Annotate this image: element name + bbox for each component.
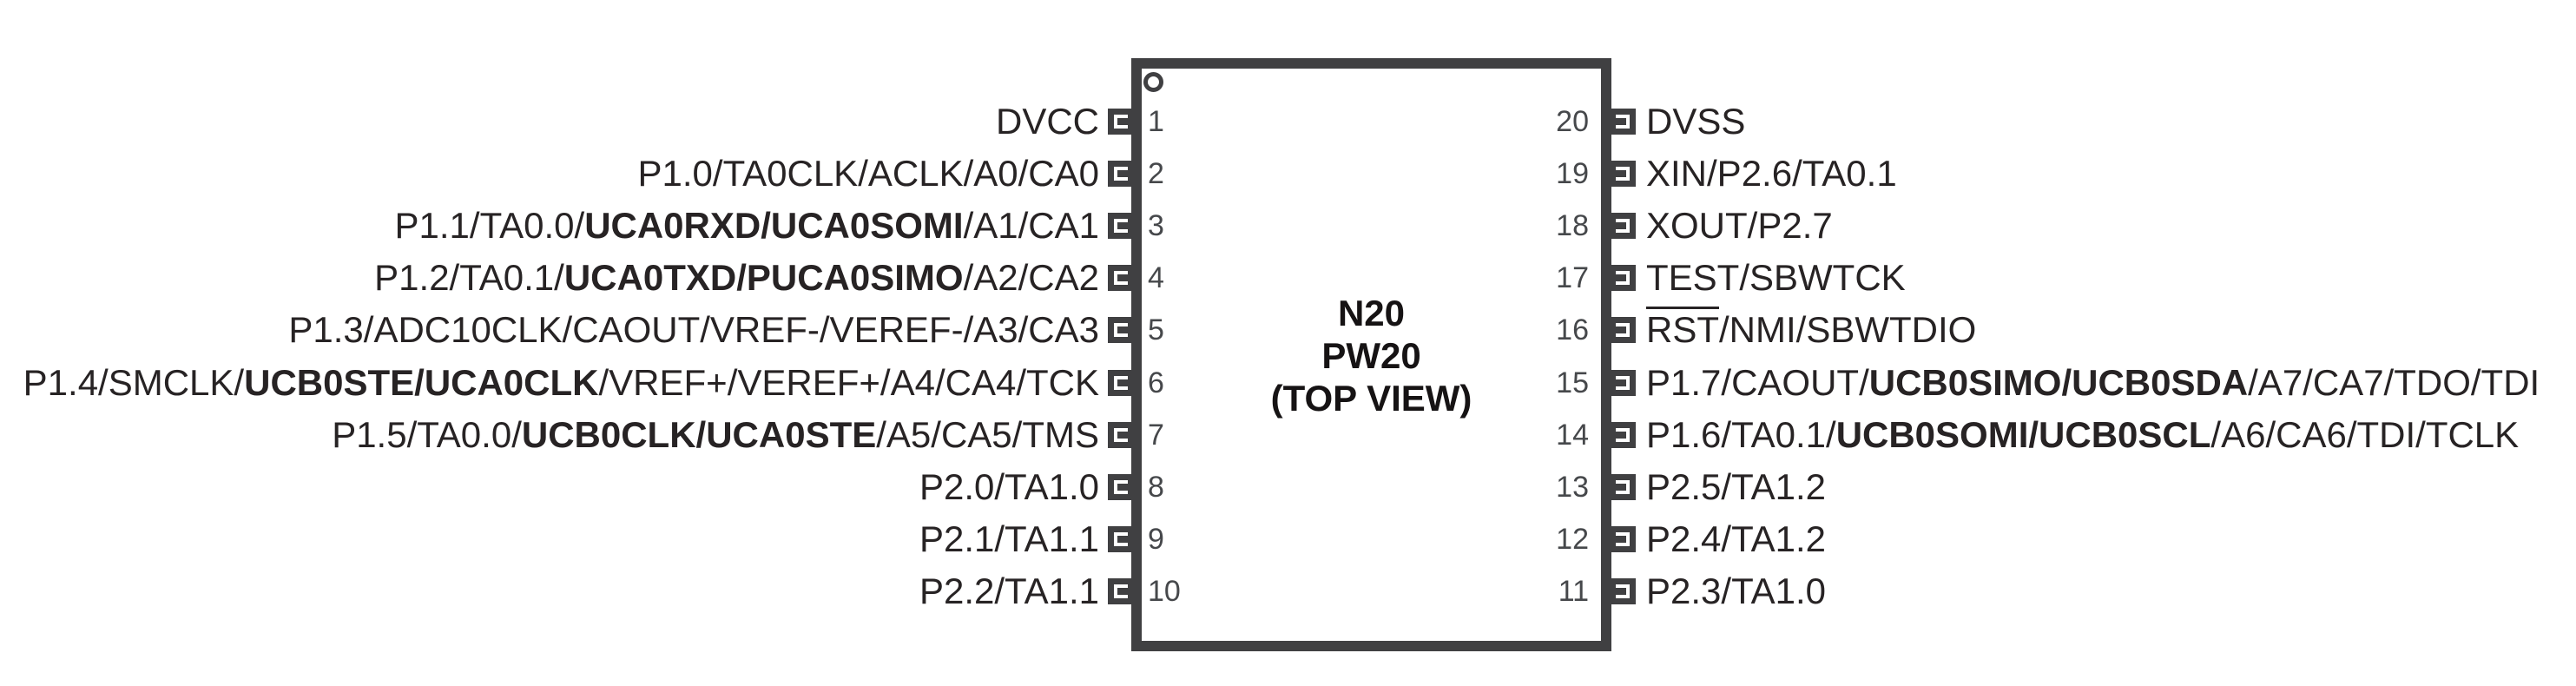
chip-body xyxy=(1131,58,1611,651)
pin-terminal-icon xyxy=(1108,109,1134,135)
pin-terminal-icon xyxy=(1108,213,1134,240)
pin-label: P1.0/TA0CLK/ACLK/A0/CA0 xyxy=(0,148,1099,200)
pin-label-part: P1.6/TA0.1/ xyxy=(1646,413,1836,455)
pin-label-part: P1.3/ADC10CLK/CAOUT/VREF-/VEREF-/A3/CA3 xyxy=(288,309,1099,351)
pin-label-part: UCA0RXD/UCA0SOMI xyxy=(584,205,964,247)
pin-number: 1 xyxy=(1148,105,1164,138)
pin-terminal-icon xyxy=(1108,577,1134,604)
pin-label-part: P1.5/TA0.0/ xyxy=(332,413,522,455)
pin-label: P2.4/TA1.2 xyxy=(1646,513,2576,565)
pin-number: 19 xyxy=(1556,157,1589,191)
pin-terminal-icon xyxy=(1610,161,1636,188)
pin-number: 10 xyxy=(1148,574,1181,608)
pin-terminal-icon xyxy=(1610,109,1636,135)
pin-label: DVSS xyxy=(1646,96,2576,148)
pin-number: 18 xyxy=(1556,209,1589,243)
pin-label-part: /A5/CA5/TMS xyxy=(876,413,1099,455)
package-name-line2: PW20 xyxy=(1321,335,1421,376)
pin-label-part: /A6/CA6/TDI/TCLK xyxy=(2210,413,2520,455)
pin-terminal-icon xyxy=(1610,473,1636,500)
pin-terminal-icon xyxy=(1610,421,1636,448)
pin-label-part: P2.3/TA1.0 xyxy=(1646,570,1827,611)
pin-label: P1.1/TA0.0/UCA0RXD/UCA0SOMI/A1/CA1 xyxy=(0,200,1100,252)
pin-label-part: P2.1/TA1.1 xyxy=(919,518,1099,559)
package-name-line1: N20 xyxy=(1337,293,1406,333)
pin-terminal-icon xyxy=(1108,525,1134,552)
pin-label: P1.2/TA0.1/UCA0TXD/PUCA0SIMO/A2/CA2 xyxy=(0,252,1099,304)
pin-label-part: UCB0SOMI/UCB0SCL xyxy=(1835,413,2211,455)
pin-label: P2.2/TA1.1 xyxy=(0,565,1099,617)
pin-number: 9 xyxy=(1148,522,1164,556)
pin-label-part: P2.0/TA1.0 xyxy=(919,465,1099,507)
pin-number: 2 xyxy=(1148,157,1164,191)
pin-label: P2.3/TA1.0 xyxy=(1646,565,2576,617)
pin-number: 11 xyxy=(1558,574,1589,608)
pin-terminal-icon xyxy=(1610,213,1636,240)
pin-label: TEST/SBWTCK xyxy=(1646,252,2576,304)
pin-label: P2.0/TA1.0 xyxy=(0,461,1099,513)
pin-label-part: TEST/SBWTCK xyxy=(1646,257,1906,299)
pin-terminal-icon xyxy=(1108,317,1134,344)
pin-terminal-icon xyxy=(1610,317,1636,344)
pin-label: P2.1/TA1.1 xyxy=(0,513,1099,565)
pin-number: 17 xyxy=(1556,261,1589,295)
pin-label-part: P1.0/TA0CLK/ACLK/A0/CA0 xyxy=(637,153,1099,195)
pin-terminal-icon xyxy=(1108,421,1134,448)
pin-label-part: UCB0SIMO/UCB0SDA xyxy=(1868,361,2249,403)
pin1-indicator-icon xyxy=(1143,72,1163,92)
pin-label: P1.4/SMCLK/UCB0STE/UCA0CLK/VREF+/VEREF+/… xyxy=(0,357,1099,409)
pin-label-part: P2.5/TA1.2 xyxy=(1646,465,1827,507)
pin-terminal-icon xyxy=(1610,525,1636,552)
pin-number: 12 xyxy=(1556,522,1589,556)
pin-number: 13 xyxy=(1556,470,1589,504)
pin-label: XIN/P2.6/TA0.1 xyxy=(1646,148,2576,200)
pin-label-part: /VREF+/VEREF+/A4/CA4/TCK xyxy=(598,361,1099,403)
pin-terminal-icon xyxy=(1108,473,1134,500)
pin-label-part: /A7/CA7/TDO/TDI xyxy=(2248,361,2540,403)
pin-label-part: P1.4/SMCLK/ xyxy=(23,361,245,403)
pin-number: 7 xyxy=(1148,418,1164,452)
pin-label: DVCC xyxy=(0,96,1099,148)
pin-label: XOUT/P2.7 xyxy=(1646,200,2576,252)
pin-label-part: P2.2/TA1.1 xyxy=(919,570,1099,611)
pin-label: P1.5/TA0.0/UCB0CLK/UCA0STE/A5/CA5/TMS xyxy=(0,409,1099,461)
pin-terminal-icon xyxy=(1108,161,1134,188)
pin-terminal-icon xyxy=(1108,369,1134,396)
pin-label-part: DVCC xyxy=(995,101,1099,142)
pin-number: 6 xyxy=(1148,366,1164,399)
pin-label-part: P1.7/CAOUT/ xyxy=(1646,361,1869,403)
pin-label-part: UCB0CLK/UCA0STE xyxy=(521,413,877,455)
package-view-line: (TOP VIEW) xyxy=(1270,378,1472,419)
pin-number: 14 xyxy=(1556,418,1589,452)
pin-label-part: XOUT/P2.7 xyxy=(1646,205,1833,247)
pin-label-part: UCB0STE/UCA0CLK xyxy=(244,361,599,403)
package-title: N20 PW20 (TOP VIEW) xyxy=(1131,292,1611,419)
pin-label: P1.7/CAOUT/UCB0SIMO/UCB0SDA/A7/CA7/TDO/T… xyxy=(1646,357,2576,409)
pin-number: 20 xyxy=(1556,105,1589,138)
pin-terminal-icon xyxy=(1610,577,1636,604)
pin-label-part: /A1/CA1 xyxy=(963,205,1099,247)
pin-terminal-icon xyxy=(1108,265,1134,292)
pin-label-part: XIN/P2.6/TA0.1 xyxy=(1646,153,1897,195)
pin-label: RST/NMI/SBWTDIO xyxy=(1646,304,2576,356)
pin-label: P1.6/TA0.1/UCB0SOMI/UCB0SCL/A6/CA6/TDI/T… xyxy=(1646,409,2576,461)
pin-label-part: P1.1/TA0.0/ xyxy=(394,205,585,247)
pin-number: 16 xyxy=(1556,313,1589,347)
pin-terminal-icon xyxy=(1610,369,1636,396)
pin-label-part: /NMI/SBWTDIO xyxy=(1719,309,1977,351)
pin-label: P2.5/TA1.2 xyxy=(1646,461,2576,513)
pin-label-part: RST xyxy=(1646,309,1719,351)
pin-terminal-icon xyxy=(1610,265,1636,292)
pin-label-part: /A2/CA2 xyxy=(963,257,1099,299)
pin-number: 4 xyxy=(1148,261,1164,295)
pin-label-part: UCA0TXD/PUCA0SIMO xyxy=(563,257,964,299)
pin-number: 3 xyxy=(1148,209,1164,243)
pin-label-part: P1.2/TA0.1/ xyxy=(374,257,564,299)
pin-number: 5 xyxy=(1148,313,1164,347)
pin-label-part: DVSS xyxy=(1646,101,1746,142)
pin-number: 8 xyxy=(1148,470,1164,504)
pin-label-part: P2.4/TA1.2 xyxy=(1646,518,1827,559)
pin-number: 15 xyxy=(1556,366,1589,399)
pin-label: P1.3/ADC10CLK/CAOUT/VREF-/VEREF-/A3/CA3 xyxy=(0,304,1099,356)
